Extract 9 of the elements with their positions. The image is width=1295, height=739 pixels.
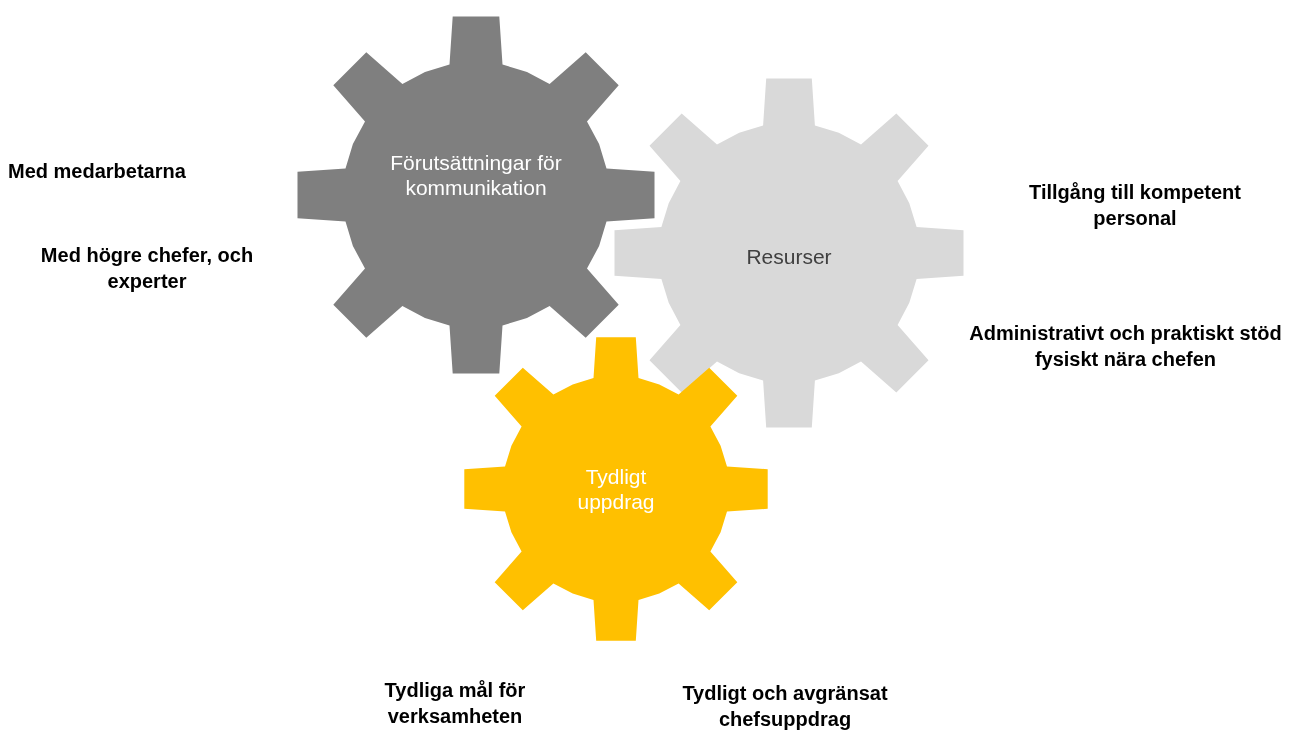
note-text: Administrativt och praktiskt stöd fysiskt nära chefen — [968, 321, 1283, 372]
note-text: Tillgång till kompetent personal — [1028, 180, 1242, 231]
gear-label: Förutsättningar för kommunikation — [389, 149, 563, 201]
note-text: Med högre chefer, och experter — [39, 243, 255, 294]
note-text: Med medarbetarna — [8, 159, 187, 184]
gear-label: Resurser — [745, 244, 833, 270]
note-text: Tydligt och avgränsat chefsuppdrag — [681, 681, 889, 732]
gear-label: Tydligt uppdrag — [576, 463, 656, 515]
note-text: Tydliga mål för verksamheten — [383, 678, 527, 729]
